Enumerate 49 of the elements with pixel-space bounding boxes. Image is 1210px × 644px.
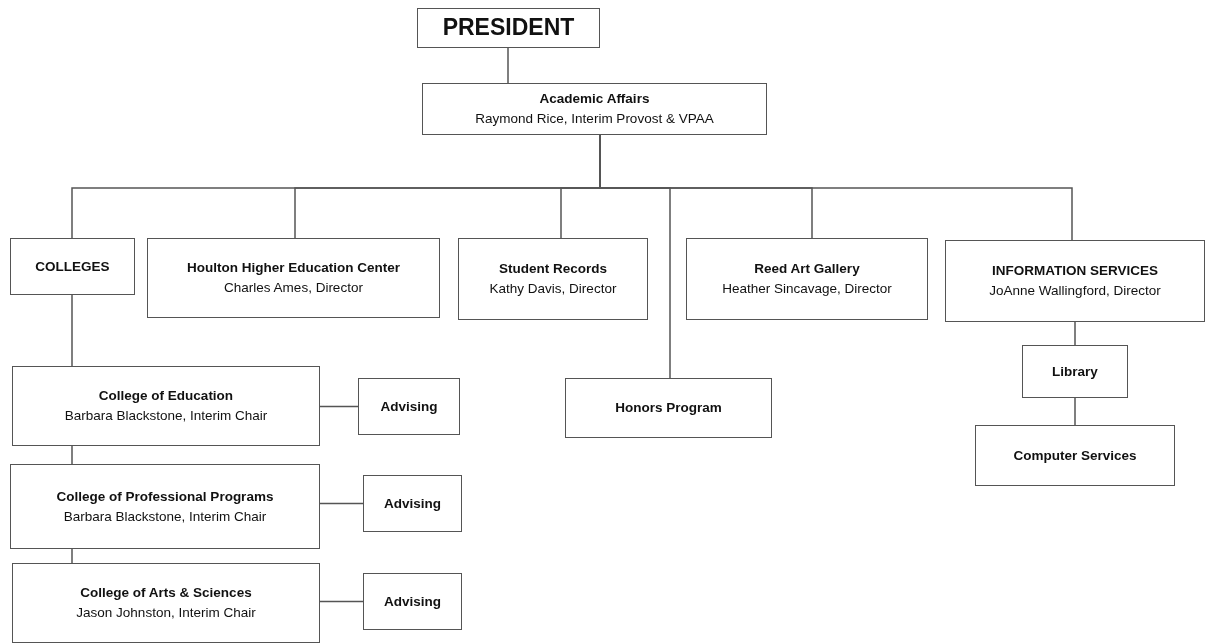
connector-line <box>71 548 73 564</box>
org-box <box>945 240 1205 322</box>
connector-line <box>1074 397 1076 426</box>
org-box <box>12 563 320 643</box>
org-box <box>358 378 460 435</box>
unit-title: College of Education <box>98 387 234 406</box>
org-box <box>10 238 135 295</box>
unit-title: PRESIDENT <box>442 13 575 43</box>
org-box <box>10 464 320 549</box>
person-name: JoAnne Wallingford, Director <box>989 282 1161 300</box>
org-box <box>147 238 440 318</box>
unit-title: College of Arts & Sciences <box>80 584 252 603</box>
connector-line <box>319 600 364 603</box>
connector-line <box>1074 321 1076 346</box>
connector-line <box>507 47 509 84</box>
unit-title: Honors Program <box>615 399 722 418</box>
person-name: Jason Johnston, Interim Chair <box>76 604 256 622</box>
person-name: Heather Sincavage, Director <box>722 280 892 298</box>
org-box <box>363 475 462 532</box>
unit-title: Reed Art Gallery <box>754 260 860 279</box>
unit-title: Library <box>1052 362 1098 381</box>
org-box <box>12 366 320 446</box>
org-box <box>363 573 462 630</box>
person-name: Raymond Rice, Interim Provost & VPAA <box>475 110 714 128</box>
unit-title: Advising <box>384 494 441 513</box>
unit-title: Computer Services <box>1013 446 1137 465</box>
connector-line <box>319 502 364 505</box>
unit-title: Student Records <box>499 260 607 279</box>
connector-line <box>71 445 73 465</box>
connector-line <box>319 405 359 408</box>
person-name: Charles Ames, Director <box>224 279 363 297</box>
unit-title: INFORMATION SERVICES <box>992 262 1158 281</box>
unit-title: Advising <box>384 592 441 611</box>
person-name: Barbara Blackstone, Interim Chair <box>64 407 268 425</box>
unit-title: Houlton Higher Education Center <box>187 259 400 278</box>
org-box <box>1022 345 1128 398</box>
unit-title: College of Professional Programs <box>56 487 274 506</box>
org-box <box>458 238 648 320</box>
org-box <box>422 83 767 135</box>
org-box <box>975 425 1175 486</box>
unit-title: Academic Affairs <box>539 90 650 109</box>
person-name: Kathy Davis, Director <box>489 280 617 298</box>
org-box <box>686 238 928 320</box>
org-box <box>417 8 600 48</box>
unit-title: COLLEGES <box>35 257 110 276</box>
unit-title: Advising <box>380 397 438 416</box>
person-name: Barbara Blackstone, Interim Chair <box>63 507 267 526</box>
connector-line <box>71 294 73 367</box>
org-box <box>565 378 772 438</box>
